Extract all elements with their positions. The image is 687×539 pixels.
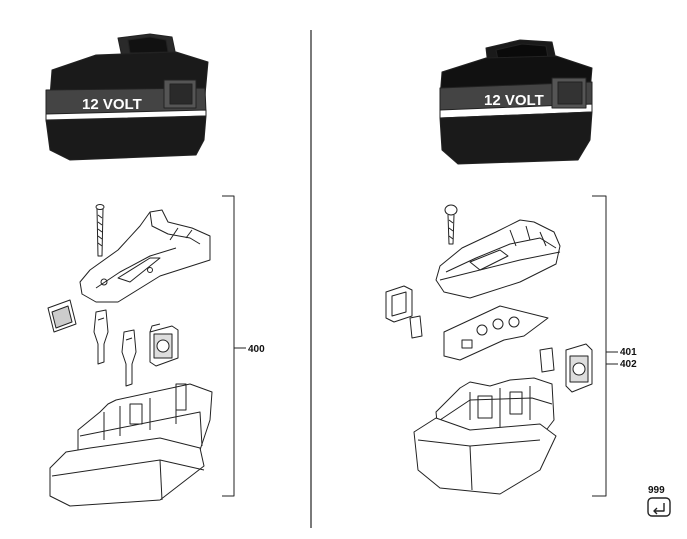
left-exploded-parts [47,204,213,507]
left-battery-voltage-label: 12 VOLT [82,96,142,113]
left-label-plate [47,299,77,333]
left-battery-housing [49,383,213,507]
left-group-bracket [222,195,246,497]
right-top-cover [435,219,561,299]
left-battery-pack [45,33,209,161]
left-screw [95,204,105,257]
right-exploded-parts [385,204,593,495]
right-battery-voltage-label: 12 VOLT [484,92,544,109]
right-battery-housing [413,377,557,495]
right-switch-module [565,343,593,393]
right-battery-pack [439,39,593,165]
left-top-cover [79,209,211,303]
right-small-tab [409,315,423,339]
callout-400: 400 [248,344,265,355]
callout-402: 402 [620,359,637,370]
right-clip-part [385,285,413,323]
right-insulator-plate [443,305,549,361]
right-screw [444,204,458,245]
left-switch-module [149,323,179,367]
callout-999: 999 [648,485,665,496]
right-group-bracket [592,195,618,497]
right-connector [539,347,555,373]
left-contact-strip-2 [121,329,137,387]
return-arrow-icon [647,497,671,517]
callout-401: 401 [620,347,637,358]
left-contact-strip-1 [93,309,109,365]
